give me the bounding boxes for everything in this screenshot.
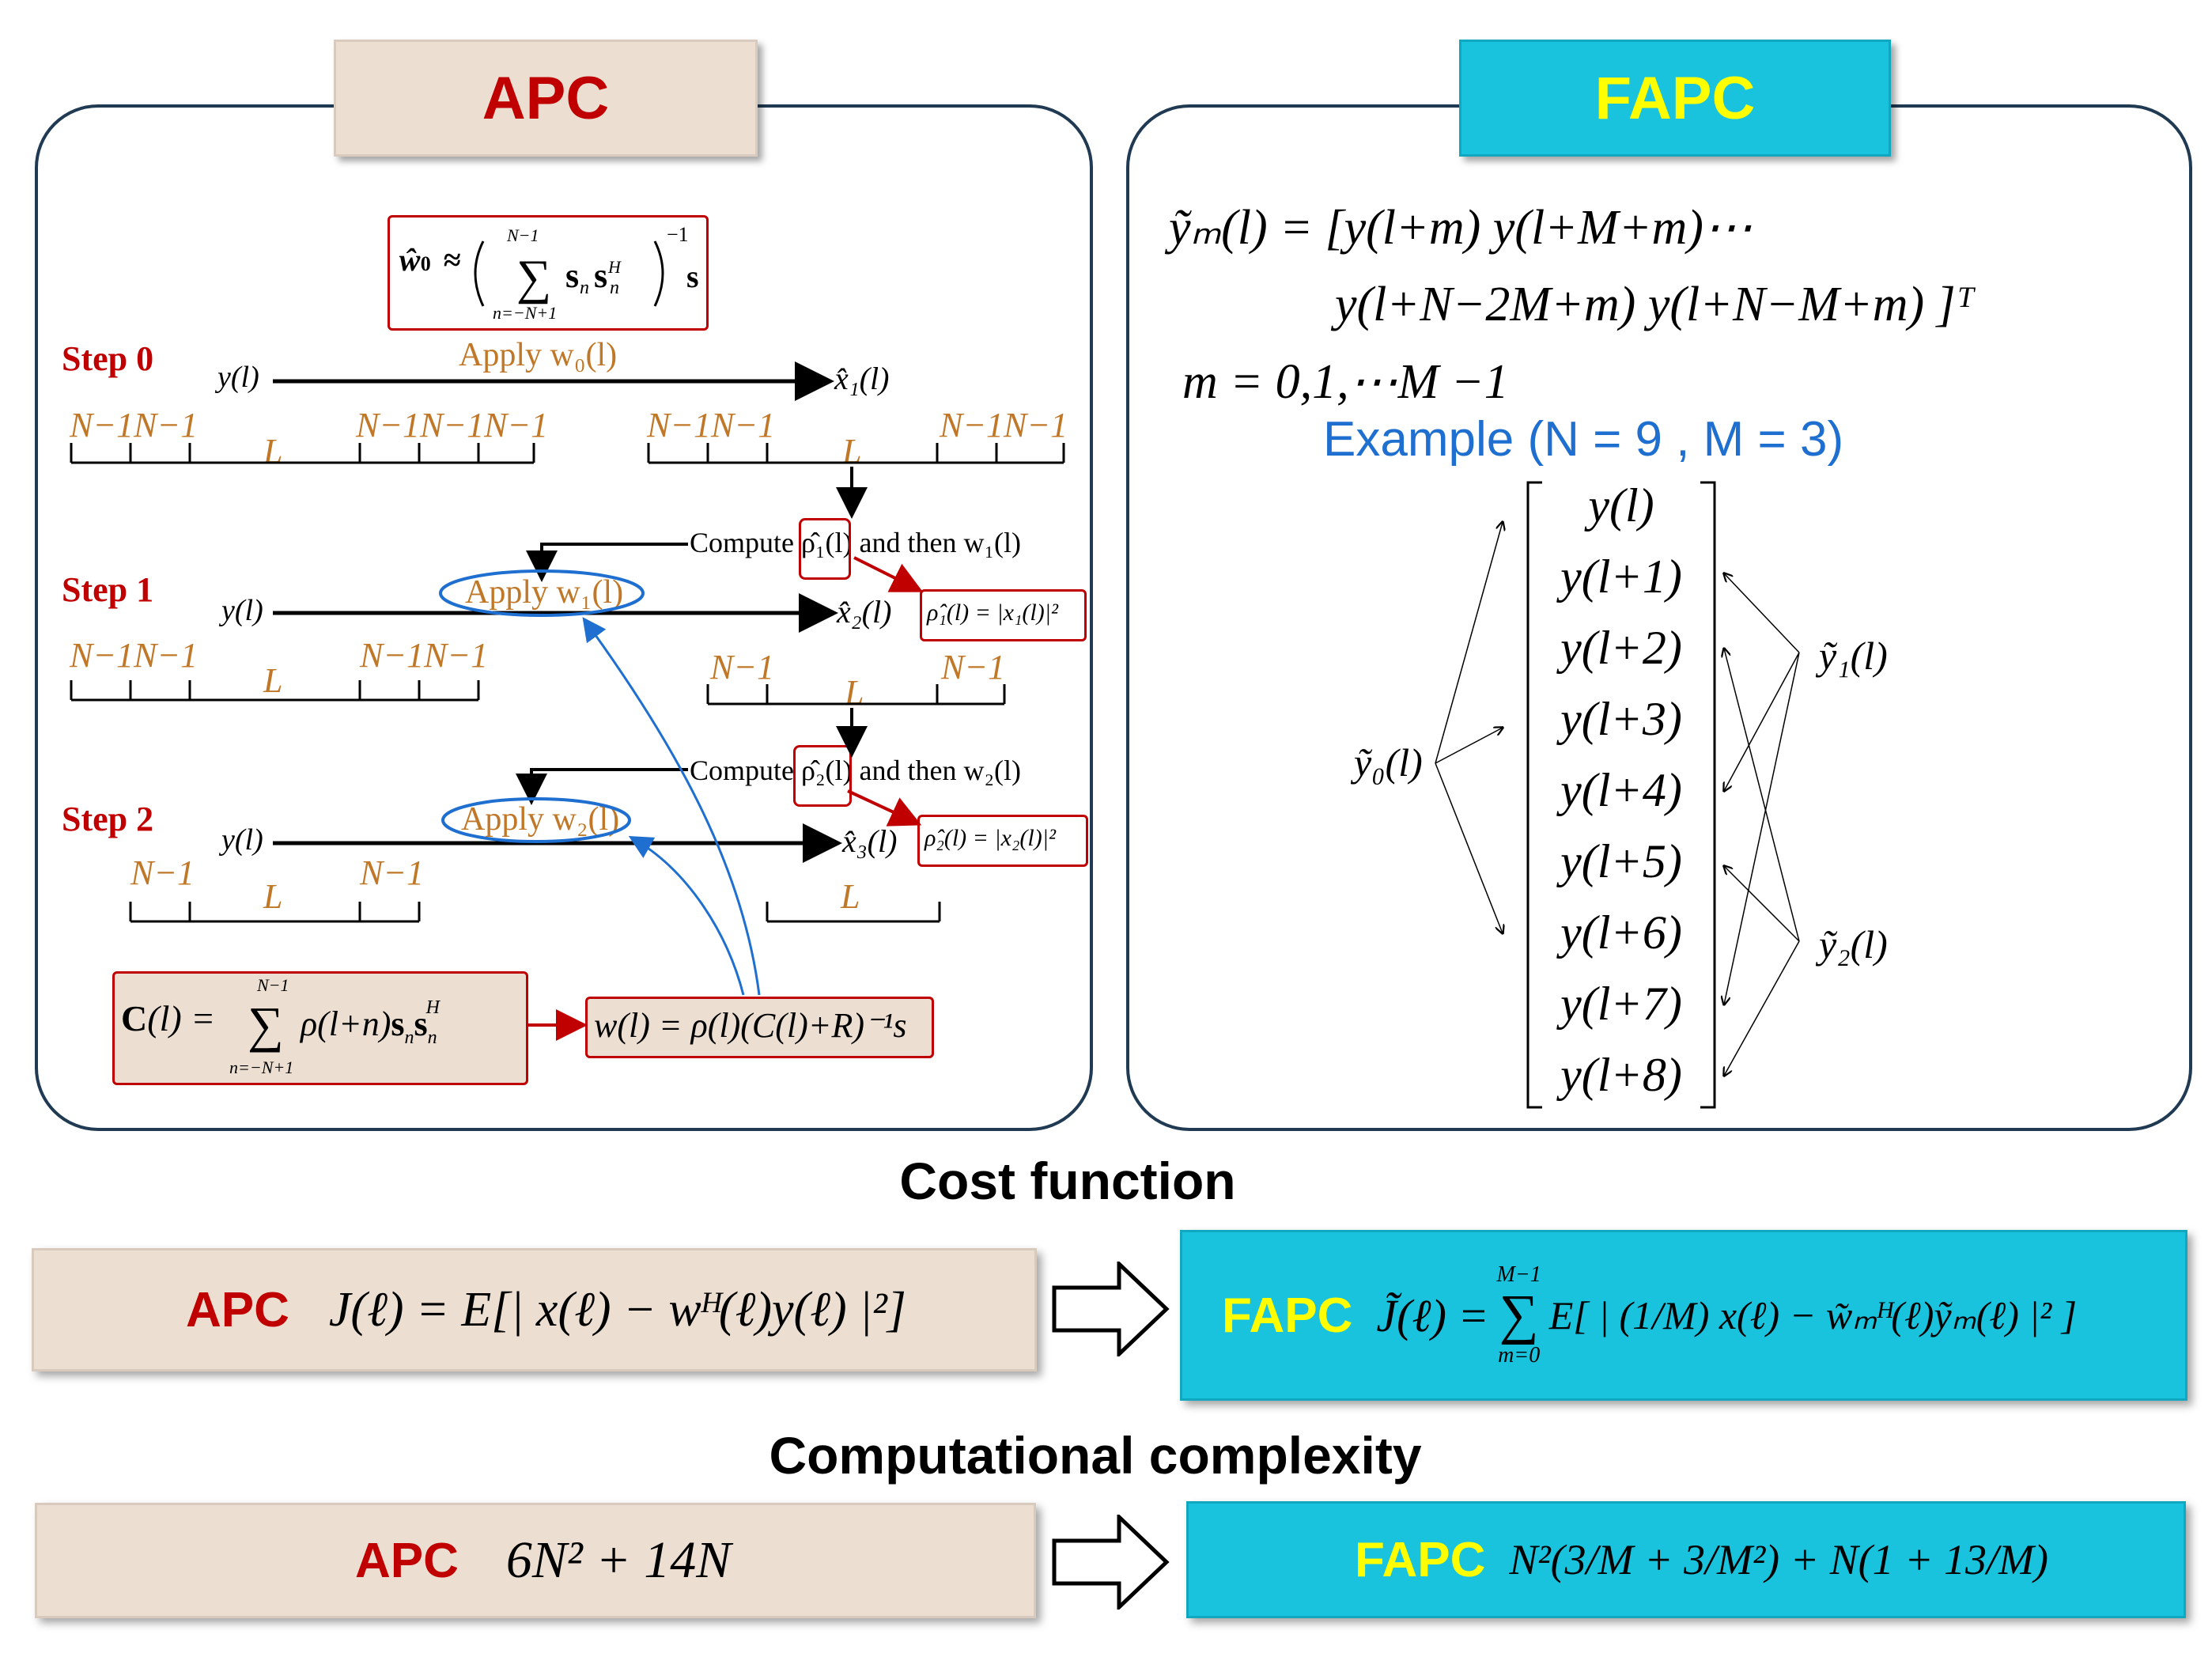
seg1a-L: L <box>263 661 283 700</box>
seg2c-L: L <box>841 877 860 916</box>
matrix-brackets <box>1526 481 1716 1109</box>
seg1b-label: N−1N−1 <box>360 636 489 675</box>
cost-apc-label: APC <box>186 1282 289 1337</box>
step-0-output: x̂₁(l) <box>834 361 890 396</box>
svg-text:s: s <box>565 256 579 295</box>
matrix-arrows <box>1435 490 1800 1091</box>
step-2-apply: Apply w₂(l) <box>461 801 620 838</box>
svg-text:n: n <box>610 278 619 298</box>
rho2-highlight <box>793 745 852 807</box>
w0-equation-svg: s n s n H −1 s ∑ <box>474 223 699 307</box>
seg0b-label: N−1N−1N−1 <box>356 406 549 445</box>
cost-arrow <box>1052 1262 1170 1356</box>
complexity-heading: Computational complexity <box>769 1426 1422 1485</box>
fapc-panel <box>1126 104 2192 1131</box>
complexity-fapc-band: FAPC N²(3/M + 3/M²) + N(1 + 13/M) <box>1186 1501 2186 1618</box>
step-2-label: Step 2 <box>62 800 154 838</box>
apc-diagram-lines <box>70 361 1065 1041</box>
step-0-apply: Apply w₀(l) <box>459 337 618 373</box>
c-sum-bottom: n=−N+1 <box>229 1057 294 1077</box>
seg2a-label: N−1 <box>130 853 195 892</box>
fapc-line1: ỹₘ(l) = [y(l+m) y(l+M+m)⋯ <box>1169 201 1753 255</box>
seg1a-label: N−1N−1 <box>70 636 199 675</box>
c-sum-top: N−1 <box>257 975 289 995</box>
w-equation-text: w(l) = ρ(l)(C(l)+R)⁻¹s <box>594 1006 907 1045</box>
matrix-row-7: y(l+7) <box>1560 978 1682 1030</box>
cost-apc-eq: J(ℓ) = E[| x(ℓ) − wᴴ(ℓ)y(ℓ) |²] <box>328 1282 906 1337</box>
seg0c-L: L <box>842 432 862 471</box>
matrix-row-1: y(l+1) <box>1560 550 1682 603</box>
cost-heading: Cost function <box>899 1152 1236 1210</box>
seg0c-label: N−1N−1 <box>647 406 776 445</box>
complexity-apc-eq: 6N² + 14N <box>505 1531 732 1589</box>
cost-fapc-band: FAPC J̃(ℓ) = M−1 ∑ m=0 E[ | (1/M) x(ℓ) −… <box>1180 1230 2187 1401</box>
fapc-line3: m = 0,1,⋯M −1 <box>1182 355 1509 409</box>
seg0d-label: N−1N−1 <box>940 406 1068 445</box>
step-2-input: y(l) <box>221 823 263 857</box>
matrix-row-8: y(l+8) <box>1560 1049 1682 1101</box>
cost-fapc-label: FAPC <box>1222 1288 1353 1343</box>
apc-panel-title: APC <box>334 40 758 157</box>
fapc-example: Example (N = 9 , M = 3) <box>1323 412 1844 467</box>
y1-label: ỹ₁(l) <box>1819 634 1888 678</box>
complexity-apc-band: APC 6N² + 14N <box>35 1503 1036 1618</box>
rho1-highlight <box>799 518 851 580</box>
seg1c-label: N−1 <box>710 648 775 687</box>
complexity-fapc-label: FAPC <box>1355 1532 1486 1587</box>
complexity-arrow <box>1052 1515 1170 1610</box>
rho1-box: ρ̂₁(l) = |x₁(l)|² <box>920 589 1087 641</box>
complexity-apc-label: APC <box>355 1533 459 1588</box>
seg2b-label: N−1 <box>360 853 425 892</box>
matrix-row-2: y(l+2) <box>1560 622 1682 674</box>
seg0a-label: N−1N−1 <box>70 406 199 445</box>
step-1-output: x̂₂(l) <box>837 594 892 630</box>
matrix-row-3: y(l+3) <box>1560 693 1682 745</box>
step-0-input: y(l) <box>217 361 259 394</box>
w0-equation-text: ŵ0 ≈ <box>399 242 461 278</box>
cost-fapc-eq-right: E[ | (1/M) x(ℓ) − w̃ₘᴴ(ℓ)ỹₘ(ℓ) |² ] <box>1548 1293 2078 1337</box>
seg1d-label: N−1 <box>941 648 1006 687</box>
fapc-line2: y(l+N−2M+m) y(l+N−M+m) ]ᵀ <box>1335 278 1975 331</box>
svg-text:∑: ∑ <box>516 251 551 305</box>
matrix-row-4: y(l+4) <box>1560 764 1682 816</box>
rho1-text: ρ̂₁(l) = |x₁(l)|² <box>927 600 1058 626</box>
rho2-box: ρ̂₂(l) = |x₂(l)|² <box>917 815 1088 867</box>
rho2-text: ρ̂₂(l) = |x₂(l)|² <box>925 825 1056 851</box>
step-0-label: Step 0 <box>62 339 154 378</box>
svg-text:n: n <box>580 278 589 298</box>
step-1-input: y(l) <box>221 594 263 627</box>
compute-1-text: Compute ρ̂₁(l) and then w₁(l) <box>690 527 1021 558</box>
cost-apc-band: APC J(ℓ) = E[| x(ℓ) − wᴴ(ℓ)y(ℓ) |²] <box>32 1248 1037 1371</box>
fapc-panel-title: FAPC <box>1459 40 1891 157</box>
matrix-row-6: y(l+6) <box>1560 906 1682 959</box>
w0-equation-box: ŵ0 ≈ s n s n H −1 s ∑ N−1 n=−N+1 <box>388 215 709 331</box>
cost-fapc-sum: M−1 ∑ m=0 <box>1496 1262 1541 1368</box>
y0-label: ỹ₀(l) <box>1354 740 1423 785</box>
svg-text:H: H <box>607 257 622 277</box>
svg-text:−1: −1 <box>667 223 689 246</box>
c-equation-rhs: ρ(l+n)snsnH <box>301 997 440 1048</box>
svg-text:s: s <box>686 259 699 294</box>
matrix-row-5: y(l+5) <box>1560 835 1682 887</box>
step-1-label: Step 1 <box>62 570 154 609</box>
c-sum-symbol: ∑ <box>248 997 284 1053</box>
w0-sum-bottom: n=−N+1 <box>493 303 558 323</box>
cost-fapc-eq-left: J̃(ℓ) = <box>1376 1289 1489 1341</box>
cost-fapc-sum-bottom: m=0 <box>1498 1343 1541 1368</box>
w0-sum-top: N−1 <box>507 225 539 245</box>
seg2a-L: L <box>263 877 283 916</box>
c-equation-lhs: C(l) = <box>121 998 216 1038</box>
complexity-fapc-eq: N²(3/M + 3/M²) + N(1 + 13/M) <box>1509 1536 2048 1583</box>
y2-label: ỹ₂(l) <box>1819 922 1888 967</box>
compute-2-text: Compute ρ̂₂(l) and then w₂(l) <box>690 755 1021 786</box>
seg0a-L: L <box>263 432 283 471</box>
w-equation-box: w(l) = ρ(l)(C(l)+R)⁻¹s <box>585 997 934 1058</box>
matrix-row-0: y(l) <box>1588 479 1654 532</box>
cost-fapc-sum-top: M−1 <box>1496 1262 1541 1287</box>
c-equation-box: C(l) = ∑ N−1 n=−N+1 ρ(l+n)snsnH <box>112 971 528 1085</box>
seg1c-L: L <box>845 673 864 712</box>
svg-text:s: s <box>594 256 607 295</box>
step-2-output: x̂₃(l) <box>842 823 898 859</box>
